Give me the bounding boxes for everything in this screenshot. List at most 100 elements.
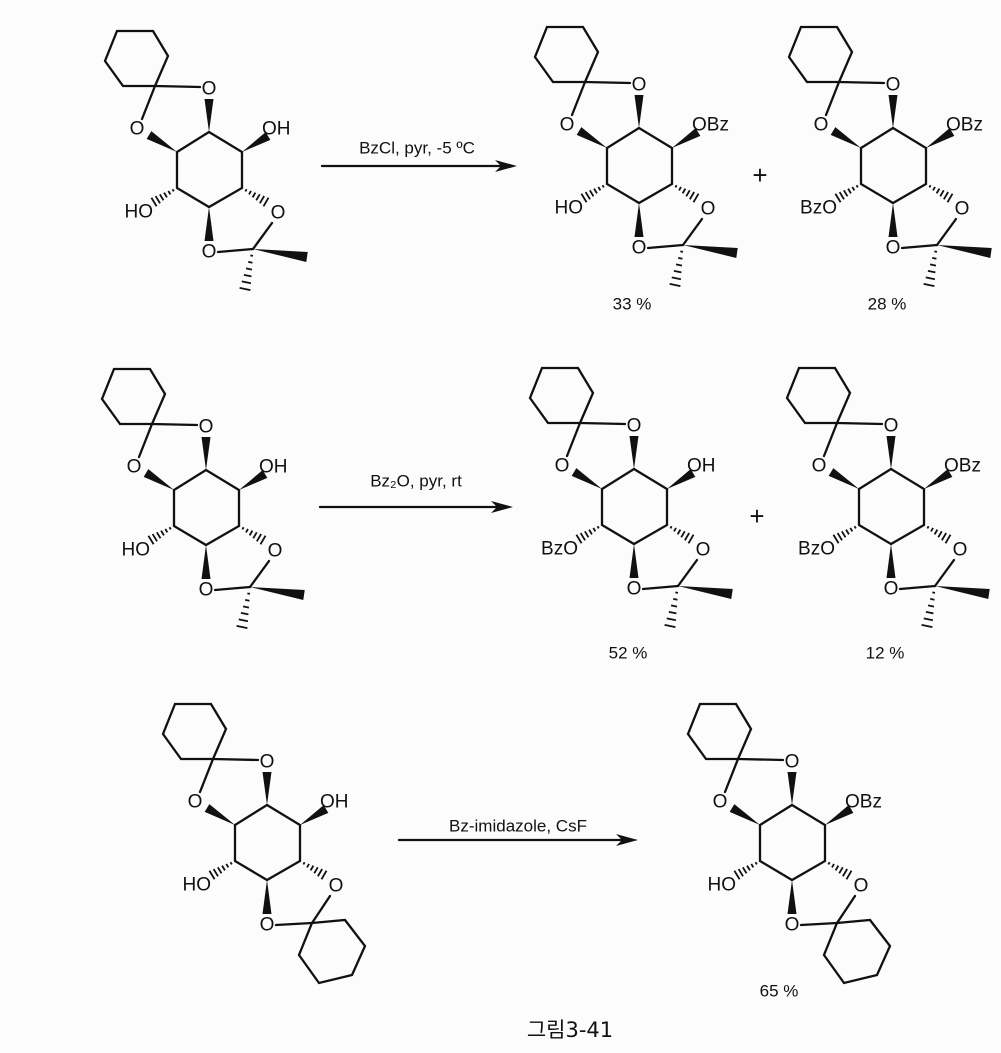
yield-label: 28 %	[868, 295, 907, 314]
hash-segment	[928, 184, 932, 188]
ketal-bond	[933, 558, 956, 588]
wedge-bond	[242, 132, 271, 152]
reagent-conditions: Bz₂O, pyr, rt	[370, 472, 462, 491]
hash-segment	[251, 192, 257, 198]
yield-label: 12 %	[866, 644, 905, 663]
hash-segment	[834, 193, 842, 203]
hash-segment	[750, 863, 755, 868]
wedge-bond	[146, 131, 177, 152]
inositol-ring	[605, 126, 674, 205]
ketal-bond	[310, 894, 332, 925]
hash-segment	[733, 870, 741, 880]
hash-segment	[584, 191, 591, 200]
methyl-hash-bond	[921, 591, 936, 628]
substituent-right-label: OBz	[692, 115, 729, 136]
ketal-bond	[676, 558, 699, 588]
ketal-bond	[216, 247, 255, 254]
hash-segment	[834, 865, 840, 871]
oxygen-atom-label: O	[268, 541, 283, 562]
oxygen-atom-label: O	[854, 876, 869, 897]
hash-segment	[584, 530, 590, 538]
methyl-hash-bond	[669, 250, 684, 287]
hash-segment	[245, 528, 249, 533]
hash-segment	[923, 283, 935, 287]
hash-segment	[845, 870, 853, 880]
hash-segment	[601, 184, 605, 188]
inositol-ring	[859, 126, 928, 205]
hash-segment	[746, 865, 751, 871]
reaction-arrow	[397, 834, 638, 846]
hash-segment	[596, 525, 600, 529]
hash-segment	[944, 534, 952, 544]
hash-segment	[243, 274, 252, 278]
oxygen-atom-label: O	[785, 915, 800, 936]
hash-segment	[927, 270, 936, 274]
arrow-head	[616, 834, 638, 846]
hash-segment	[832, 534, 840, 544]
hash-segment	[675, 263, 683, 267]
wedge-bond	[825, 805, 854, 825]
ketal-bond	[251, 221, 274, 251]
hash-segment	[841, 530, 847, 538]
wedge-bond	[888, 203, 898, 237]
hash-segment	[692, 193, 700, 203]
wedge-bond	[886, 436, 896, 469]
hash-bond	[928, 184, 954, 203]
hash-bond	[674, 184, 700, 203]
methyl-wedge-bond	[250, 587, 305, 600]
hash-segment	[147, 535, 155, 545]
oxygen-atom-label: O	[886, 75, 901, 96]
hash-segment	[164, 528, 169, 533]
cyclohexane-ring	[686, 702, 753, 761]
oxygen-atom-label: O	[884, 579, 899, 600]
oxygen-atom-label: O	[955, 199, 970, 220]
ketal-bond	[583, 80, 632, 85]
hash-segment	[313, 866, 319, 874]
hash-segment	[248, 190, 252, 195]
hash-segment	[946, 193, 954, 203]
wedge-bond	[787, 880, 797, 914]
hash-segment	[934, 250, 938, 253]
ketal-bond	[641, 584, 680, 591]
hash-segment	[302, 861, 306, 865]
hash-segment	[932, 591, 936, 594]
hash-segment	[250, 254, 254, 257]
hash-segment	[242, 605, 250, 609]
hash-bond	[834, 184, 859, 203]
inositol-ring	[172, 468, 241, 547]
hash-segment	[317, 868, 323, 877]
hash-segment	[579, 532, 586, 541]
hash-segment	[241, 280, 252, 285]
hash-segment	[255, 193, 261, 201]
hash-segment	[167, 190, 172, 195]
hash-segment	[241, 526, 245, 530]
wedge-bond	[924, 469, 953, 489]
cyclohexane-ring	[822, 918, 892, 985]
oxygen-atom-label: O	[329, 876, 344, 897]
oxygen-atom-label: O	[713, 792, 728, 813]
hash-segment	[673, 270, 682, 274]
oxygen-atom-label: O	[696, 540, 711, 561]
oxygen-atom-label: O	[271, 203, 286, 224]
hash-segment	[939, 189, 945, 197]
hash-bond	[244, 188, 270, 207]
ketal-bond	[140, 84, 157, 121]
hash-segment	[935, 188, 941, 194]
hash-segment	[836, 532, 843, 541]
figure-caption: 그림3-41	[527, 1018, 613, 1042]
substituent-right-label: OH	[259, 457, 288, 478]
hash-segment	[256, 533, 262, 542]
inositol-ring	[857, 467, 926, 546]
wedge-bond	[886, 544, 896, 578]
wedge-bond	[672, 128, 701, 148]
methyl-wedge-bond	[253, 249, 308, 262]
hash-segment	[239, 287, 251, 291]
hash-bond	[832, 525, 857, 544]
arrow-head	[495, 160, 517, 172]
substituent-right-label: OBz	[845, 792, 882, 813]
hash-segment	[685, 189, 691, 197]
ketal-bond	[898, 584, 937, 591]
ketal-bond	[137, 422, 154, 459]
oxygen-atom-label: O	[814, 115, 829, 136]
